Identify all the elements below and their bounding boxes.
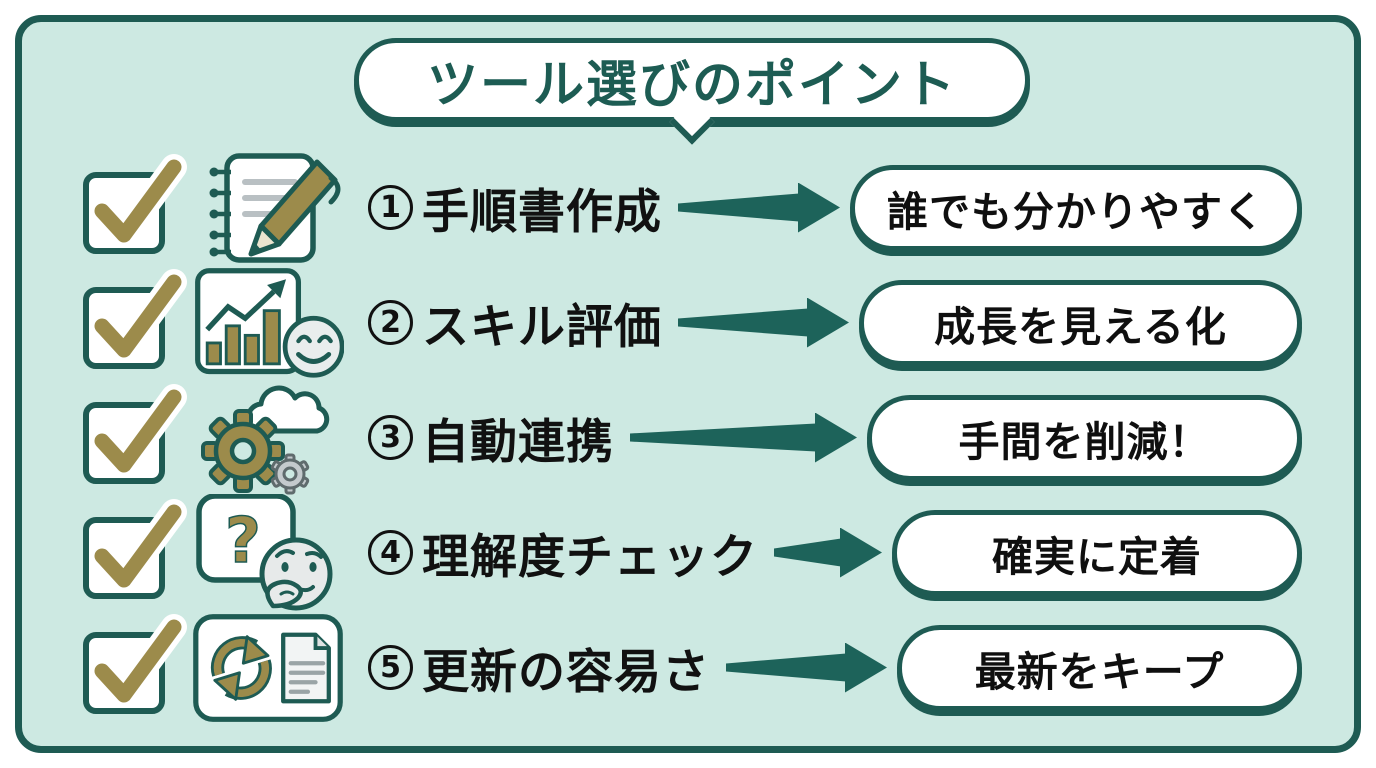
result-pill: 手間を削減！	[867, 394, 1302, 481]
panel: ツール選びのポイント	[15, 15, 1361, 753]
result-text: 誰でも分かりやすく	[887, 187, 1265, 236]
result-pill: 成長を見える化	[859, 279, 1302, 366]
item-label: 4 理解度チェック	[368, 518, 758, 587]
arrow-right-icon	[678, 297, 849, 348]
result-text: 手間を削減！	[958, 417, 1211, 466]
item-label-text: 手順書作成	[422, 185, 662, 240]
svg-text:?: ?	[225, 504, 261, 577]
notebook-pencil-icon	[192, 151, 344, 265]
item-label-text: 更新の容易さ	[422, 645, 710, 700]
arrow-right-icon	[678, 182, 840, 233]
refresh-document-icon	[192, 611, 344, 725]
arrow-right-icon	[774, 527, 882, 578]
result-text: 確実に定着	[992, 532, 1202, 581]
gears-cloud-icon	[192, 381, 344, 495]
result-pill: 誰でも分かりやすく	[850, 164, 1302, 251]
item-number: 3	[368, 415, 413, 460]
checked-checkbox-icon	[82, 268, 187, 372]
item-label: 1 手順書作成	[368, 173, 662, 242]
checked-checkbox-icon	[82, 153, 187, 257]
item-number: 4	[368, 530, 413, 575]
item-number: 5	[368, 645, 413, 690]
result-text: 最新をキープ	[974, 647, 1225, 696]
item-number: 1	[368, 185, 413, 230]
result-text: 成長を見える化	[934, 302, 1227, 351]
checklist-row: 5 更新の容易さ 最新をキープ	[82, 613, 1302, 722]
result-pill: 確実に定着	[892, 509, 1302, 596]
item-number: 2	[368, 300, 413, 345]
arrow-right-icon	[630, 412, 857, 463]
checklist-row: 3 自動連携 手間を削減！	[82, 383, 1302, 494]
item-label-text: スキル評価	[422, 300, 662, 355]
checked-checkbox-icon	[82, 383, 187, 487]
question-thinking-face-icon: ?	[192, 493, 344, 610]
checked-checkbox-icon	[82, 613, 187, 717]
item-label: 2 スキル評価	[368, 288, 662, 357]
item-label-text: 自動連携	[422, 415, 614, 470]
checked-checkbox-icon	[82, 498, 187, 602]
item-label: 5 更新の容易さ	[368, 633, 710, 702]
item-label: 3 自動連携	[368, 403, 614, 472]
checklist: 1 手順書作成 誰でも分かりやすく	[82, 152, 1302, 722]
title-bubble: ツール選びのポイント	[354, 38, 1030, 145]
item-label-text: 理解度チェック	[422, 530, 758, 585]
result-pill: 最新をキープ	[897, 624, 1302, 711]
arrow-right-icon	[726, 642, 887, 693]
checklist-row: ? 4 理解度チェック	[82, 493, 1302, 610]
checklist-row: 1 手順書作成 誰でも分かりやすく	[82, 152, 1302, 263]
growth-chart-smiley-icon	[192, 266, 344, 380]
checklist-row: 2 スキル評価 成長を見える化	[82, 267, 1302, 378]
